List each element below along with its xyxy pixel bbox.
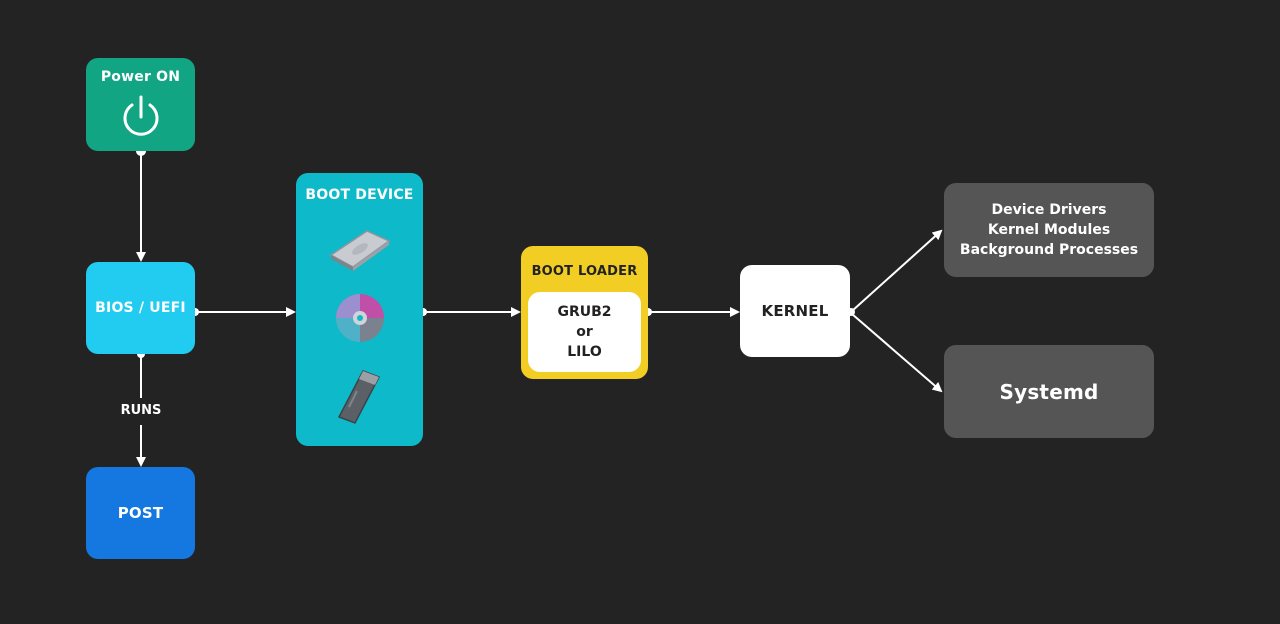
boot-loader-label: BOOT LOADER xyxy=(531,264,638,279)
power-icon xyxy=(123,95,158,136)
loader-option-grub2: GRUB2 xyxy=(557,304,612,320)
power-on-node: Power ON xyxy=(86,58,195,151)
loader-option-lilo: LILO xyxy=(567,344,602,360)
usb-drive-icon xyxy=(296,367,423,427)
edge-kernel-to-systemd xyxy=(851,313,943,393)
loader-option-or: or xyxy=(576,324,593,340)
boot-loader-node: BOOT LOADER GRUB2 or LILO xyxy=(521,246,648,379)
systemd-label: Systemd xyxy=(999,379,1099,404)
bios-uefi-label: BIOS / UEFI xyxy=(95,300,186,316)
systemd-node: Systemd xyxy=(944,345,1154,438)
post-label: POST xyxy=(117,504,164,522)
bios-uefi-node: BIOS / UEFI xyxy=(86,262,195,354)
runs-edge-label: RUNS xyxy=(120,403,162,418)
power-on-label: Power ON xyxy=(100,69,181,85)
device-drivers-text: Device Drivers xyxy=(991,202,1107,218)
post-node: POST xyxy=(86,467,195,559)
kernel-label: KERNEL xyxy=(761,302,829,320)
kernel-modules-text: Kernel Modules xyxy=(987,222,1111,238)
boot-device-label: BOOT DEVICE xyxy=(305,187,414,203)
edge-kernel-to-drivers xyxy=(851,229,943,312)
drivers-modules-node: Device Drivers Kernel Modules Background… xyxy=(944,183,1154,277)
hard-drive-icon xyxy=(296,225,423,271)
kernel-node: KERNEL xyxy=(740,265,850,357)
boot-loader-options: GRUB2 or LILO xyxy=(528,292,641,372)
boot-device-node: BOOT DEVICE xyxy=(296,173,423,446)
background-processes-text: Background Processes xyxy=(959,242,1139,258)
optical-disc-icon xyxy=(296,291,423,345)
